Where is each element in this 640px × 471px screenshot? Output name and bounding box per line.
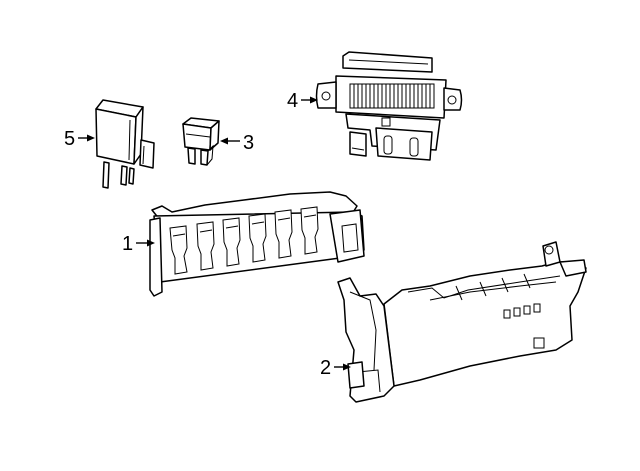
callout-5-label: 5	[64, 128, 75, 150]
callout-5: 5	[64, 128, 95, 150]
relay-part-5	[95, 99, 155, 189]
callout-4-label: 4	[287, 90, 298, 112]
callout-2-label: 2	[320, 357, 331, 379]
control-module-part-2	[337, 241, 587, 403]
callout-1: 1	[122, 233, 155, 255]
callout-4: 4	[287, 90, 318, 112]
callout-1-label: 1	[122, 233, 133, 255]
fuse-part-3	[182, 117, 220, 166]
callout-2: 2	[320, 357, 351, 379]
module-part-4	[315, 51, 463, 161]
callout-3-label: 3	[243, 132, 254, 154]
callout-3: 3	[220, 132, 254, 154]
fuse-block-part-1	[149, 191, 365, 297]
